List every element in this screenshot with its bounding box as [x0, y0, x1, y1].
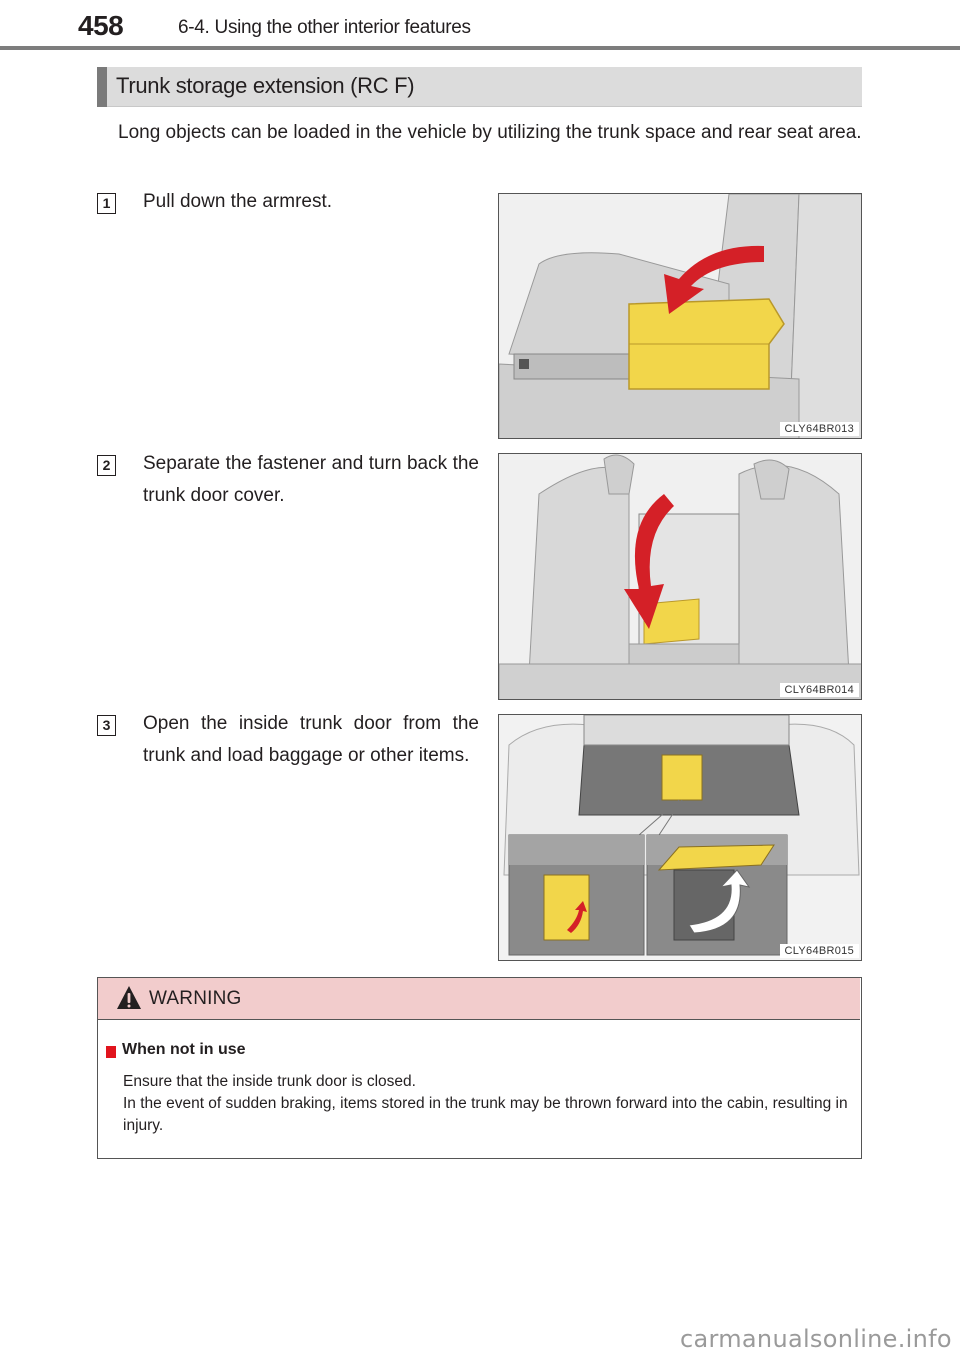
red-square-bullet-icon [106, 1046, 116, 1058]
step-text: Separate the fastener and turn back the … [143, 453, 479, 506]
warning-body: Ensure that the inside trunk door is clo… [123, 1071, 853, 1137]
page-number: 458 [78, 10, 124, 41]
trunk-illustration [499, 715, 861, 960]
figure-code: CLY64BR013 [779, 422, 859, 436]
page-header: 458 6-4. Using the other interior featur… [0, 0, 960, 50]
warning-box: WARNING When not in use Ensure that the … [97, 977, 862, 1159]
warning-header: WARNING [98, 978, 860, 1020]
step-number-badge: 1 [97, 193, 116, 214]
figure-code: CLY64BR015 [779, 944, 859, 958]
step-text: Open the inside trunk door from the trun… [143, 713, 479, 766]
watermark-link[interactable]: carmanualsonline.info [680, 1325, 952, 1353]
warning-line: Ensure that the inside trunk door is clo… [123, 1073, 416, 1090]
warning-subheading: When not in use [122, 1041, 246, 1058]
topic-title: Trunk storage extension (RC F) [116, 73, 415, 98]
rear-seat-illustration [499, 454, 861, 699]
figure-armrest: CLY64BR013 [498, 193, 862, 439]
step-text: Pull down the armrest. [143, 191, 333, 212]
topic-bar-accent [97, 67, 107, 107]
armrest-illustration [499, 194, 861, 438]
warning-label: WARNING [149, 988, 242, 1009]
intro-paragraph: Long objects can be loaded in the vehicl… [118, 122, 862, 143]
warning-triangle-icon [117, 986, 141, 1009]
section-title: 6-4. Using the other interior features [178, 17, 471, 38]
step-number-badge: 3 [97, 715, 116, 736]
topic-heading-bar: Trunk storage extension (RC F) [97, 67, 862, 107]
warning-line: In the event of sudden braking, items st… [123, 1095, 848, 1134]
header-rule [0, 46, 960, 50]
figure-code: CLY64BR014 [779, 683, 859, 697]
figure-inside-trunk-door: CLY64BR015 [498, 714, 862, 961]
step-number-badge: 2 [97, 455, 116, 476]
figure-trunk-cover: CLY64BR014 [498, 453, 862, 700]
